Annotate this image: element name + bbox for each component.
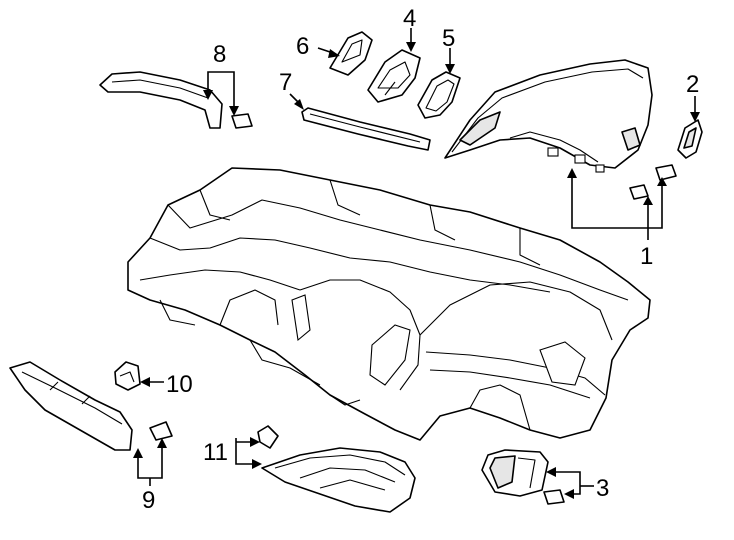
part-3-lower-vent — [481, 449, 549, 497]
part-8-upper-trim — [99, 71, 223, 129]
part-11-clip — [257, 425, 279, 449]
callout-4-leader — [406, 28, 416, 52]
callout-9: 9 — [142, 487, 155, 514]
callout-6: 6 — [296, 33, 309, 60]
instrument-panel-frame — [127, 167, 651, 441]
callout-7-leader — [289, 93, 304, 110]
part-9-clip — [149, 421, 173, 441]
part-10-switch — [114, 361, 141, 391]
callout-1-leader — [567, 168, 667, 240]
part-1-clip-b — [655, 164, 677, 181]
part-2-side-vent — [677, 119, 703, 159]
part-5-bezel — [417, 71, 461, 119]
callout-5-leader — [445, 48, 455, 74]
part-11-glove-box-frame — [261, 447, 416, 513]
part-1-upper-trim-panel — [444, 59, 653, 173]
callout-11: 11 — [203, 439, 228, 466]
part-8-clip — [231, 113, 253, 129]
callout-10: 10 — [166, 371, 193, 398]
callout-3: 3 — [596, 475, 609, 502]
callout-5: 5 — [442, 25, 455, 52]
callout-9-leader — [133, 438, 167, 486]
callout-11-leader — [235, 437, 262, 469]
part-9-knee-panel — [9, 361, 133, 451]
callout-2-leader — [690, 96, 700, 122]
part-6-small-panel — [329, 31, 373, 76]
callout-1: 1 — [640, 243, 653, 270]
callout-2: 2 — [686, 71, 699, 98]
callout-6-leader — [317, 47, 340, 58]
callout-8: 8 — [213, 41, 226, 68]
callout-8-leader — [203, 71, 239, 116]
part-3-clip — [543, 489, 565, 505]
part-4-bracket — [367, 49, 421, 103]
callout-10-leader — [140, 377, 164, 387]
callout-4: 4 — [403, 5, 416, 32]
callout-3-leader — [546, 467, 594, 499]
part-1-clip-a — [629, 184, 649, 200]
callout-7: 7 — [279, 69, 292, 96]
part-7-trim-strip — [301, 107, 431, 151]
